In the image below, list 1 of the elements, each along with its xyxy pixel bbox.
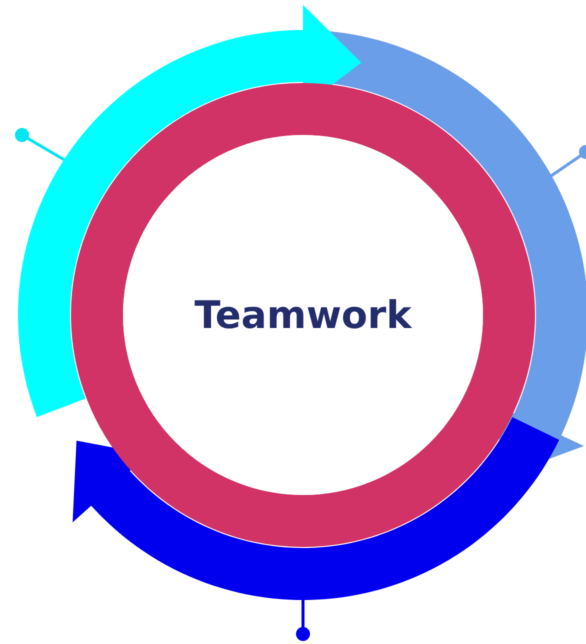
center-title: Teamwork [194,293,412,337]
